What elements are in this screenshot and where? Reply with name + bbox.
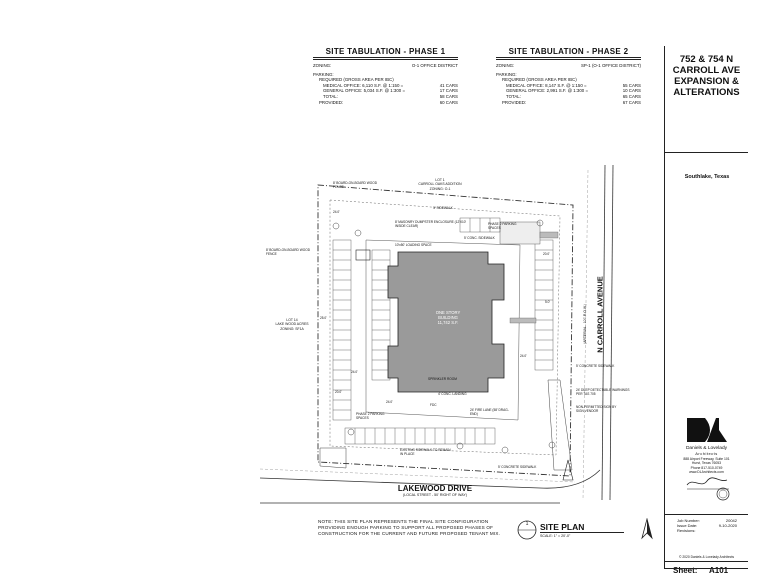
callout-label: 5' CONC. SIDEWALK <box>464 236 495 240</box>
title-block-bottom-rule <box>664 568 748 569</box>
middle-parking-row <box>371 249 391 381</box>
sheet-number: A101 <box>709 566 729 575</box>
callout-label: SPRINKLER ROOM <box>428 377 457 381</box>
sidewalk-label: 5' SIDEWALK <box>433 206 453 210</box>
dimension-label: 20.0' <box>543 252 550 256</box>
job-number-label: Job Number: <box>677 518 700 523</box>
landscape-buffer <box>329 199 561 456</box>
callout-label: PHASE 2 PARKING SPACES <box>488 222 517 230</box>
drawing-number-bubble <box>517 520 537 540</box>
lot-label-left: LOT 14 LAKE WOOD ACRES ZONING: SF1A <box>275 318 309 331</box>
dimension-label: 5.0' <box>545 300 551 304</box>
north-arrow-icon <box>641 518 653 540</box>
firm-name: Daniels & Lovelady <box>685 446 728 451</box>
tab-row: PROVIDED: 67 CARS <box>502 99 641 105</box>
lakewood-curb <box>259 469 601 489</box>
street-label-lakewood-sub: (LOCAL STREET - 50' RIGHT OF WAY) <box>403 493 467 497</box>
job-number: 20042 <box>725 518 737 523</box>
required-label: REQUIRED (GROSS AREA PER IBC) <box>319 77 394 83</box>
callout-label: 5' CONCRETE SIDEWALK <box>498 465 537 469</box>
tabulation-phase1-title: SITE TABULATION - PHASE 1 <box>313 47 458 60</box>
tree-symbols <box>332 219 556 454</box>
property-line <box>317 184 574 477</box>
carroll-curb <box>601 164 606 501</box>
callout-label: 8' BOARD-ON-BOARD WOOD FENCE <box>333 181 377 189</box>
bottom-parking-row <box>344 427 496 445</box>
callout-label: 24' DEEP DETECTABLE WARNINGS PER TAS 705 <box>576 388 630 396</box>
issue-date: 9-10-2020 <box>718 523 737 528</box>
project-title: 752 & 754 N CARROLL AVE EXPANSION & ALTE… <box>672 54 741 98</box>
lakewood-row-line <box>259 468 576 483</box>
callout-label: 24' FIRE LANE (58' DRAG-END) <box>470 408 509 416</box>
callout-label: FDC <box>430 403 437 407</box>
revisions-label: Revisions: <box>677 528 696 533</box>
street-label-carroll-sub: (ARTERIAL - 100' R.O.W.) <box>583 304 587 344</box>
driveway <box>319 447 347 469</box>
callout-label: 8' MASONRY DUMPSTER ENCLOSURE (12'X10' I… <box>395 220 467 228</box>
title-block: 752 & 754 N CARROLL AVE EXPANSION & ALTE… <box>664 46 748 575</box>
tabulation-phase2-title: SITE TABULATION - PHASE 2 <box>496 47 641 60</box>
copyright: © 2020 Daniels & Lovelady Architects <box>678 555 735 559</box>
street-label-lakewood: LAKEWOOD DRIVE <box>397 484 473 493</box>
tab-row: PROVIDED: 60 CARS <box>319 99 458 105</box>
title-divider <box>665 152 748 153</box>
firm-sub: Architects <box>695 451 718 456</box>
zoning-label: ZONING: <box>496 63 515 68</box>
sidewalk-hatch <box>509 317 537 324</box>
tab-row: TOTAL: 58 CARS <box>323 93 458 99</box>
dimension-label: 20.0' <box>335 390 342 394</box>
architect-seal <box>686 477 730 501</box>
zoning-value: O-1 OFFICE DISTRICT <box>411 63 458 68</box>
zoning-value: SP-1 (O-1 OFFICE DISTRICT) <box>580 63 641 68</box>
site-plan-note: NOTE: THIS SITE PLAN REPRESENTS THE FINA… <box>318 519 501 536</box>
callout-label: 4' CONC. LANDING <box>438 392 467 396</box>
callout-label: EXISTING SIDEWALK TO REMAIN IN PLACE <box>400 448 451 456</box>
firm-address: 888 Airport Freeway, Suite 101 Hurst, Te… <box>683 457 730 475</box>
building-footprint <box>387 251 505 393</box>
left-parking-row <box>332 239 352 421</box>
parking-label: PARKING: <box>496 71 517 77</box>
carroll-curb <box>609 164 614 501</box>
site-plan-drawing <box>259 164 614 504</box>
drawing-title: 1 SITE PLAN SCALE: 1" = 20'-0" <box>516 519 636 541</box>
dimension-label: 24.0' <box>386 400 393 404</box>
tabulation-phase1: SITE TABULATION - PHASE 1 ZONING: O-1 OF… <box>313 47 458 105</box>
street-label-carroll: N CARROLL AVENUE <box>595 276 605 353</box>
driveway <box>547 379 573 471</box>
dimension-label: 24.0' <box>333 210 340 214</box>
drawing-number: 1 <box>525 521 529 527</box>
drawing-title-text: SITE PLAN <box>540 522 625 533</box>
fire-lane-curb <box>365 239 521 421</box>
callout-label: 10'x50' LOADING SPACE <box>395 243 432 247</box>
parking-label: PARKING: <box>313 71 334 77</box>
callout-label: 5' CONCRETE SIDEWALK <box>576 364 615 368</box>
north-arrow-icon <box>562 459 574 481</box>
tab-row: MEDICAL OFFICE: 6,110 S.F. @ 1:150 = 41 … <box>323 82 458 88</box>
dumpster-enclosure <box>355 249 371 261</box>
required-label: REQUIRED (GROSS AREA PER IBC) <box>502 77 577 83</box>
tab-row: MEDICAL OFFICE: 8,147 S.F. @ 1:150 = 55 … <box>506 82 641 88</box>
issue-date-label: Issue Date: <box>677 523 698 528</box>
callout-label: NON-PERMITTED SIGN BY SIGN VENDOR <box>576 405 617 413</box>
building-label: ONE STORY BUILDING 11,742 S.F. <box>435 310 461 326</box>
tab-row: GENERAL OFFICE: 5,034 S.F. @ 1:300 = 17 … <box>323 88 458 94</box>
carroll-row-line <box>582 169 589 501</box>
dimension-label: 25.0' <box>320 316 327 320</box>
right-parking-row <box>534 239 554 371</box>
tab-row: TOTAL: 65 CARS <box>506 93 641 99</box>
callout-label: PHASE 2 PARKING SPACES <box>356 412 385 420</box>
zoning-label: ZONING: <box>313 63 332 68</box>
tabulation-phase2: SITE TABULATION - PHASE 2 ZONING: SP-1 (… <box>496 47 641 105</box>
drawing-scale: SCALE: 1" = 20'-0" <box>540 534 571 538</box>
firm-logo <box>687 418 727 442</box>
sidewalk-hatch <box>539 231 559 239</box>
dimension-label: 24.0' <box>520 354 527 358</box>
lot-label-top: LOT 1 CARROLL OAKS ADDITION ZONING: O-1 <box>418 178 462 191</box>
dimension-label: 24.0' <box>351 370 358 374</box>
sheet-label: Sheet: <box>673 566 698 575</box>
tab-row: GENERAL OFFICE: 2,991 S.F. @ 1:300 = 10 … <box>506 88 641 94</box>
callout-label: 8' BOARD-ON-BOARD WOOD FENCE <box>266 248 310 256</box>
location-label: Southlake, Texas <box>684 174 730 180</box>
